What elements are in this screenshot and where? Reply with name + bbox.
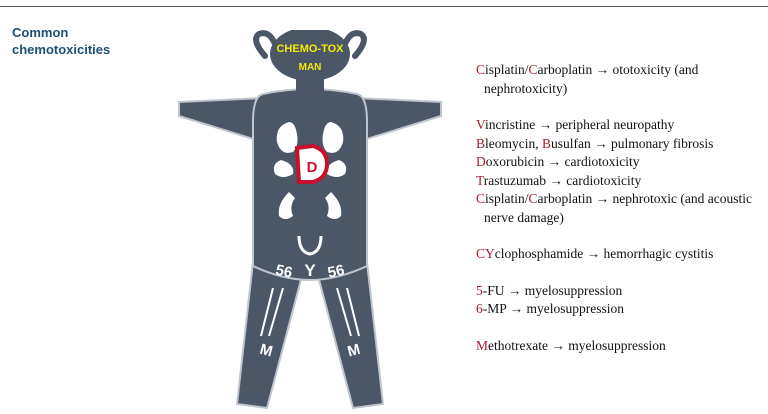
toxicity-text: isplatin/ — [485, 191, 529, 206]
toxicity-item: Doxorubicin → cardiotoxicity — [476, 153, 766, 172]
chemotoxicity-list: Cisplatin/Carboplatin → ototoxicity (and… — [476, 61, 766, 355]
mnemonic-letter: B — [476, 135, 486, 151]
toxicity-text: rastuzumab → cardiotoxicity — [483, 172, 642, 188]
mnemonic-letter: D — [476, 154, 486, 169]
toxicity-item: Vincristine → peripheral neuropathy — [476, 116, 766, 135]
mnemonic-letter: C — [476, 191, 486, 206]
toxicity-text: oxorubicin → cardiotoxicity — [485, 154, 640, 169]
toxicity-text: usulfan → pulmonary fibrosis — [551, 135, 714, 151]
toxicity-text: incristine → peripheral neuropathy — [484, 117, 675, 132]
group-gap — [476, 98, 766, 116]
toxicity-text: -FU → myelosuppression — [482, 282, 623, 298]
mnemonic-letter: C — [528, 62, 538, 77]
mnemonic-letter: M — [476, 337, 489, 353]
mnemonic-letter: C — [528, 191, 538, 206]
toxicity-text: clophosphamide → hemorrhagic cystitis — [494, 246, 714, 261]
toxicity-item: Cisplatin/Carboplatin → nephrotoxic (and… — [476, 190, 766, 227]
mnemonic-letter: B — [542, 135, 552, 151]
right-kidney — [325, 192, 342, 219]
head — [270, 30, 350, 81]
toxicity-item: Cisplatin/Carboplatin → ototoxicity (and… — [476, 61, 766, 98]
mnemonic-letter: 6 — [476, 301, 483, 316]
group-gap — [476, 264, 766, 282]
mnemonic-letter: CY — [476, 246, 495, 261]
mnemonic-letter: C — [476, 62, 486, 77]
torso — [252, 88, 368, 282]
right-leg-bones — [336, 287, 360, 337]
toxicity-text: arboplatin → nephrotoxic (and acoustic n… — [484, 191, 752, 225]
group-gap — [476, 227, 766, 245]
mnemonic-letter: 5 — [476, 282, 483, 298]
bladder-letter: Y — [304, 261, 316, 280]
toxicity-item: Methotrexate → myelosuppression — [476, 337, 766, 356]
toxicity-item: 6-MP → myelosuppression — [476, 300, 766, 319]
lungs — [273, 122, 347, 177]
left-kidney — [278, 192, 295, 219]
left-leg-letter: M — [258, 341, 274, 361]
left-leg-bones — [260, 287, 284, 337]
group-gap — [476, 319, 766, 337]
chemo-tox-man-figure: CHEMO-TOX MAN D Y 56 56 M M — [178, 30, 442, 410]
head-label-line2: MAN — [299, 62, 322, 73]
toxicity-text: ethotrexate → myelosuppression — [488, 337, 666, 353]
mnemonic-letter: T — [476, 172, 484, 188]
toxicity-item: Trastuzumab → cardiotoxicity — [476, 172, 766, 191]
toxicity-text: isplatin/ — [485, 62, 529, 77]
toxicity-text: -MP → myelosuppression — [482, 301, 624, 316]
toxicity-item: Bleomycin, Busulfan → pulmonary fibrosis — [476, 135, 766, 154]
right-leg-letter: M — [346, 341, 362, 361]
left-leg-number: 56 — [274, 262, 294, 282]
head-label-line1: CHEMO-TOX — [276, 43, 344, 55]
mnemonic-letter: V — [476, 117, 485, 132]
toxicity-item: 5-FU → myelosuppression — [476, 282, 766, 301]
right-ear — [342, 30, 367, 59]
heart-letter: D — [307, 159, 318, 176]
toxicity-text: leomycin, — [485, 135, 543, 151]
heart — [294, 143, 330, 184]
right-leg-number: 56 — [326, 262, 346, 282]
toxicity-item: CYclophosphamide → hemorrhagic cystitis — [476, 245, 766, 264]
bladder — [297, 235, 323, 256]
toxicity-text: arboplatin → ototoxicity (and nephrotoxi… — [484, 62, 699, 96]
top-rule — [0, 6, 768, 7]
section-title: Common chemotoxicities — [12, 25, 111, 57]
left-ear — [253, 30, 278, 59]
